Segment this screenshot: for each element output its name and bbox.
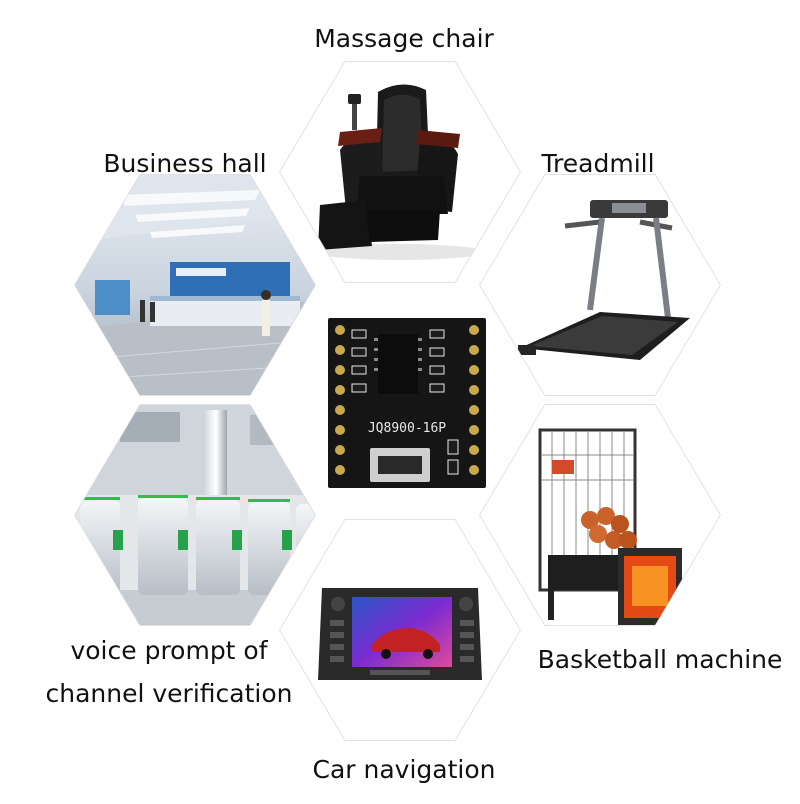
gate-row [80, 495, 315, 595]
car-navigation-hexagon [279, 519, 521, 741]
label-voice-prompt-line1: voice prompt of [70, 636, 268, 665]
treadmill-hexagon [479, 174, 721, 396]
label-business-hall: Business hall [103, 149, 267, 178]
jq8900-module-image: JQ8900-16P [320, 312, 492, 492]
business-hall-hexagon [74, 174, 316, 396]
label-treadmill: Treadmill [541, 149, 655, 178]
channel-gate-image [75, 405, 315, 625]
label-basketball-machine: Basketball machine [537, 645, 783, 674]
basketballs [581, 507, 637, 549]
basketball-machine-hexagon [479, 404, 721, 626]
module-silkscreen: JQ8900-16P [368, 421, 446, 436]
car-navigation-image [280, 520, 520, 740]
massage-chair-image [280, 62, 520, 282]
module-pins-left [335, 325, 345, 475]
label-car-navigation: Car navigation [312, 755, 496, 784]
module-pins-right [469, 325, 479, 475]
basketball-machine-image [480, 405, 720, 625]
channel-verification-hexagon [74, 404, 316, 626]
label-voice-prompt-line2: channel verification [45, 679, 293, 708]
business-hall-image [75, 175, 315, 395]
massage-chair-hexagon [279, 61, 521, 283]
label-massage-chair: Massage chair [314, 24, 494, 53]
treadmill-image [480, 175, 720, 395]
